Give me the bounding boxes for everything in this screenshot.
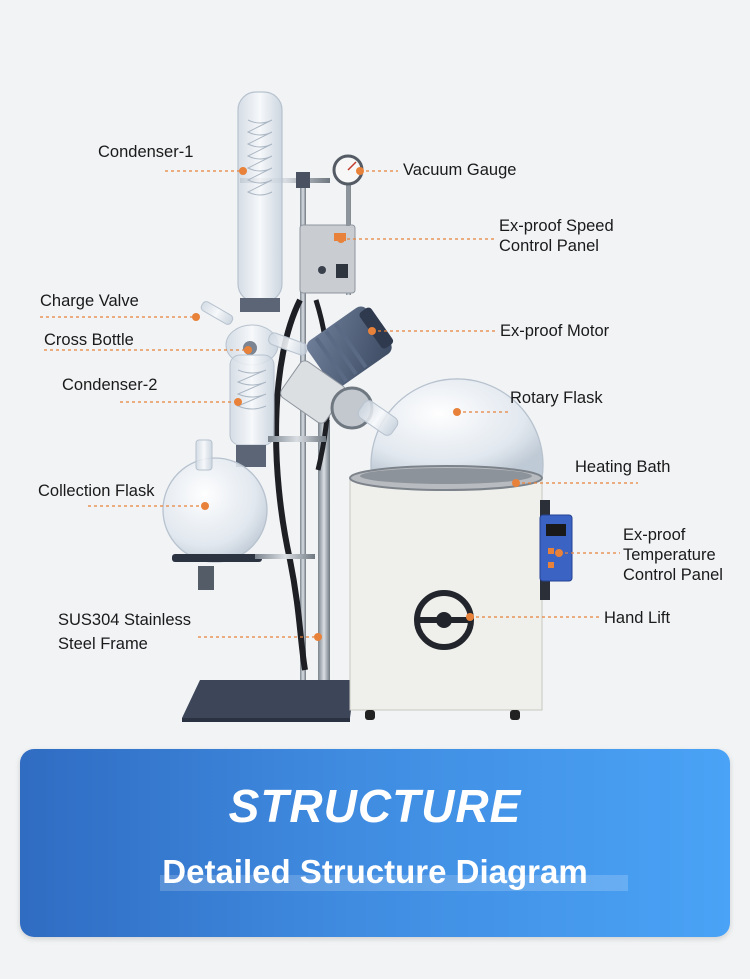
label-hand-lift: Hand Lift bbox=[604, 609, 671, 627]
label-rotary-flask: Rotary Flask bbox=[510, 389, 603, 407]
label-cross-bottle: Cross Bottle bbox=[44, 331, 134, 349]
banner-title: STRUCTURE bbox=[228, 780, 522, 832]
leader-lines bbox=[40, 167, 638, 641]
base-plate bbox=[182, 680, 355, 718]
structure-banner: STRUCTURE Detailed Structure Diagram bbox=[20, 749, 730, 937]
label-charge-valve: Charge Valve bbox=[40, 292, 139, 310]
rotary-flask bbox=[370, 378, 544, 479]
banner-subtitle: Detailed Structure Diagram bbox=[162, 853, 588, 890]
label-speed-panel: Ex-proof Speed Control Panel bbox=[499, 217, 614, 255]
label-collection-flask: Collection Flask bbox=[38, 482, 155, 500]
label-frame: SUS304 Stainless Steel Frame bbox=[58, 611, 191, 653]
frame-rod bbox=[300, 175, 306, 680]
label-vacuum-gauge: Vacuum Gauge bbox=[403, 161, 517, 179]
rotary-evaporator-illustration bbox=[162, 91, 573, 722]
subtitle-highlight bbox=[160, 875, 628, 891]
label-condenser-1: Condenser-1 bbox=[98, 143, 194, 161]
label-motor: Ex-proof Motor bbox=[500, 322, 610, 340]
label-temp-panel: Ex-proof Temperature Control Panel bbox=[623, 526, 723, 584]
ex-proof-motor bbox=[306, 306, 394, 388]
label-heating-bath: Heating Bath bbox=[575, 458, 671, 476]
label-condenser-2: Condenser-2 bbox=[62, 376, 158, 394]
